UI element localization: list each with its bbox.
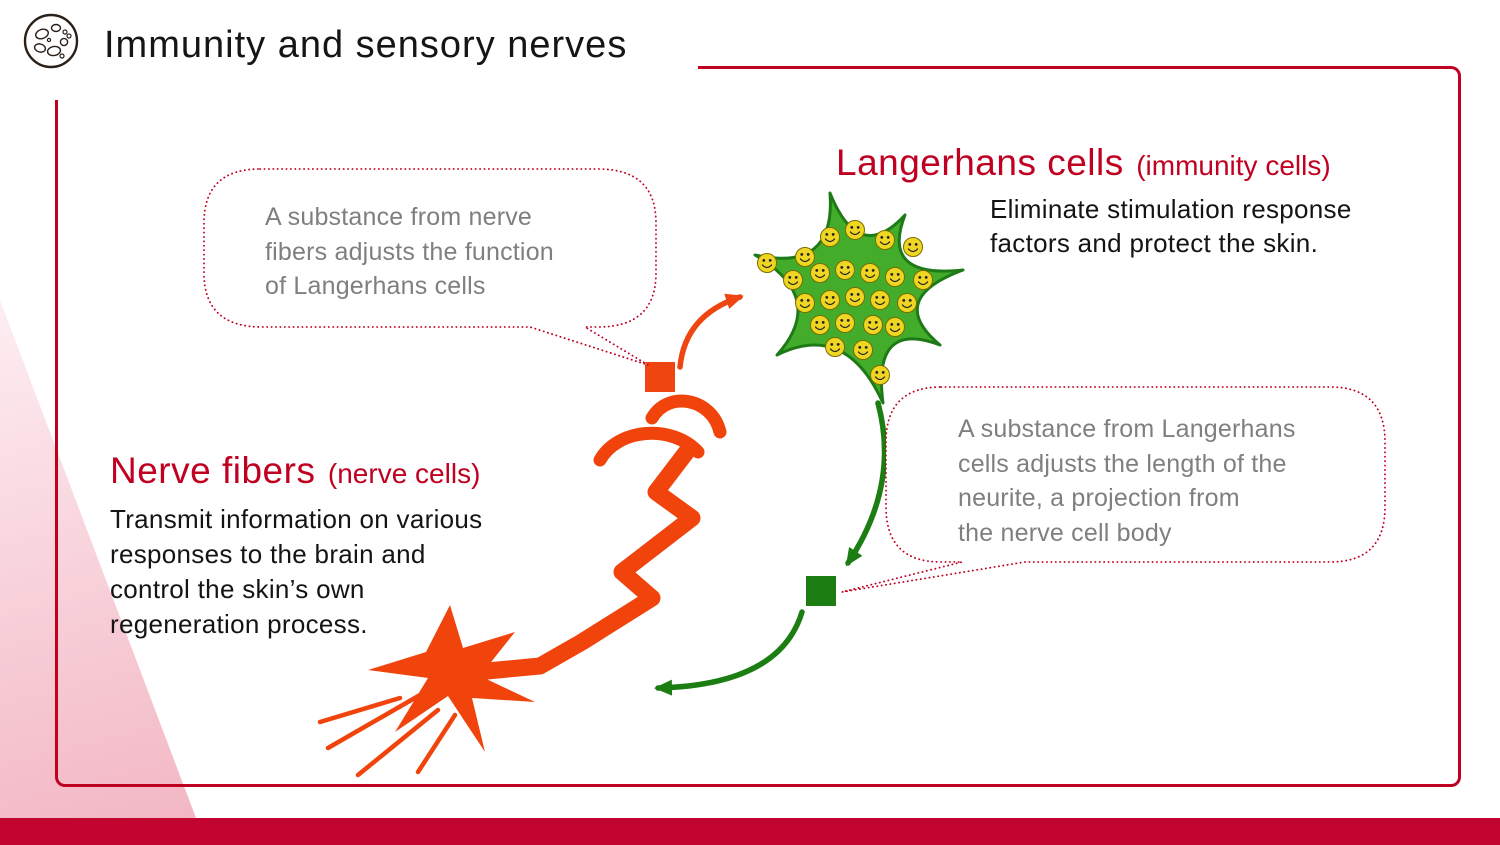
- langerhans-heading: Langerhans cells (immunity cells): [836, 142, 1331, 184]
- frame-gap-mask-top: [50, 62, 698, 73]
- arrow-langerhans-to-square: [845, 400, 888, 567]
- speech-bubble-langerhans-outline: [841, 386, 1386, 593]
- content-frame-border: [55, 66, 1461, 787]
- arrow-nerve-to-langerhans: [677, 293, 744, 370]
- nerve-spike-4: [317, 695, 403, 725]
- nerve-cell-star-body: [368, 605, 535, 752]
- langerhans-title: Langerhans cells: [836, 142, 1124, 183]
- nerve-branch-curl-1: [645, 394, 727, 439]
- bottom-red-bar: [0, 818, 1500, 845]
- nerve-fibers-subtitle: (nerve cells): [327, 458, 481, 489]
- green-square-marker: [806, 576, 836, 606]
- nerve-spike-2: [355, 707, 441, 778]
- skin-cells-icon: [23, 13, 79, 69]
- langerhans-description: Eliminate stimulation response factors a…: [990, 194, 1352, 259]
- langerhans-subtitle: (immunity cells): [1136, 150, 1331, 181]
- speech-bubble-langerhans-text: A substance from Langerhans cells adjust…: [958, 415, 1296, 547]
- nerve-fibers-title: Nerve fibers: [110, 450, 316, 491]
- speech-bubble-nerve-shape: [203, 168, 657, 366]
- nerve-spike-3: [415, 712, 458, 775]
- speech-bubble-nerve-text: A substance from nerve fibers adjusts th…: [265, 203, 554, 300]
- nerve-fibers-description: Transmit information on various response…: [110, 504, 483, 640]
- nerve-spike-1: [325, 692, 423, 751]
- speech-bubble-nerve-outline: [203, 168, 657, 366]
- header: Immunity and sensory nerves: [0, 0, 1500, 80]
- arrow-square-to-nerve: [654, 609, 805, 696]
- langerhans-cell-illustration: [753, 191, 965, 405]
- orange-square-marker: [645, 362, 675, 392]
- nerve-fiber-illustration: [317, 394, 727, 778]
- frame-gap-mask-left: [50, 62, 61, 100]
- page-title: Immunity and sensory nerves: [104, 24, 628, 66]
- nerve-fibers-heading: Nerve fibers (nerve cells): [110, 450, 480, 492]
- nerve-trunk: [467, 441, 701, 681]
- speech-bubble-langerhans-shape: [841, 386, 1386, 593]
